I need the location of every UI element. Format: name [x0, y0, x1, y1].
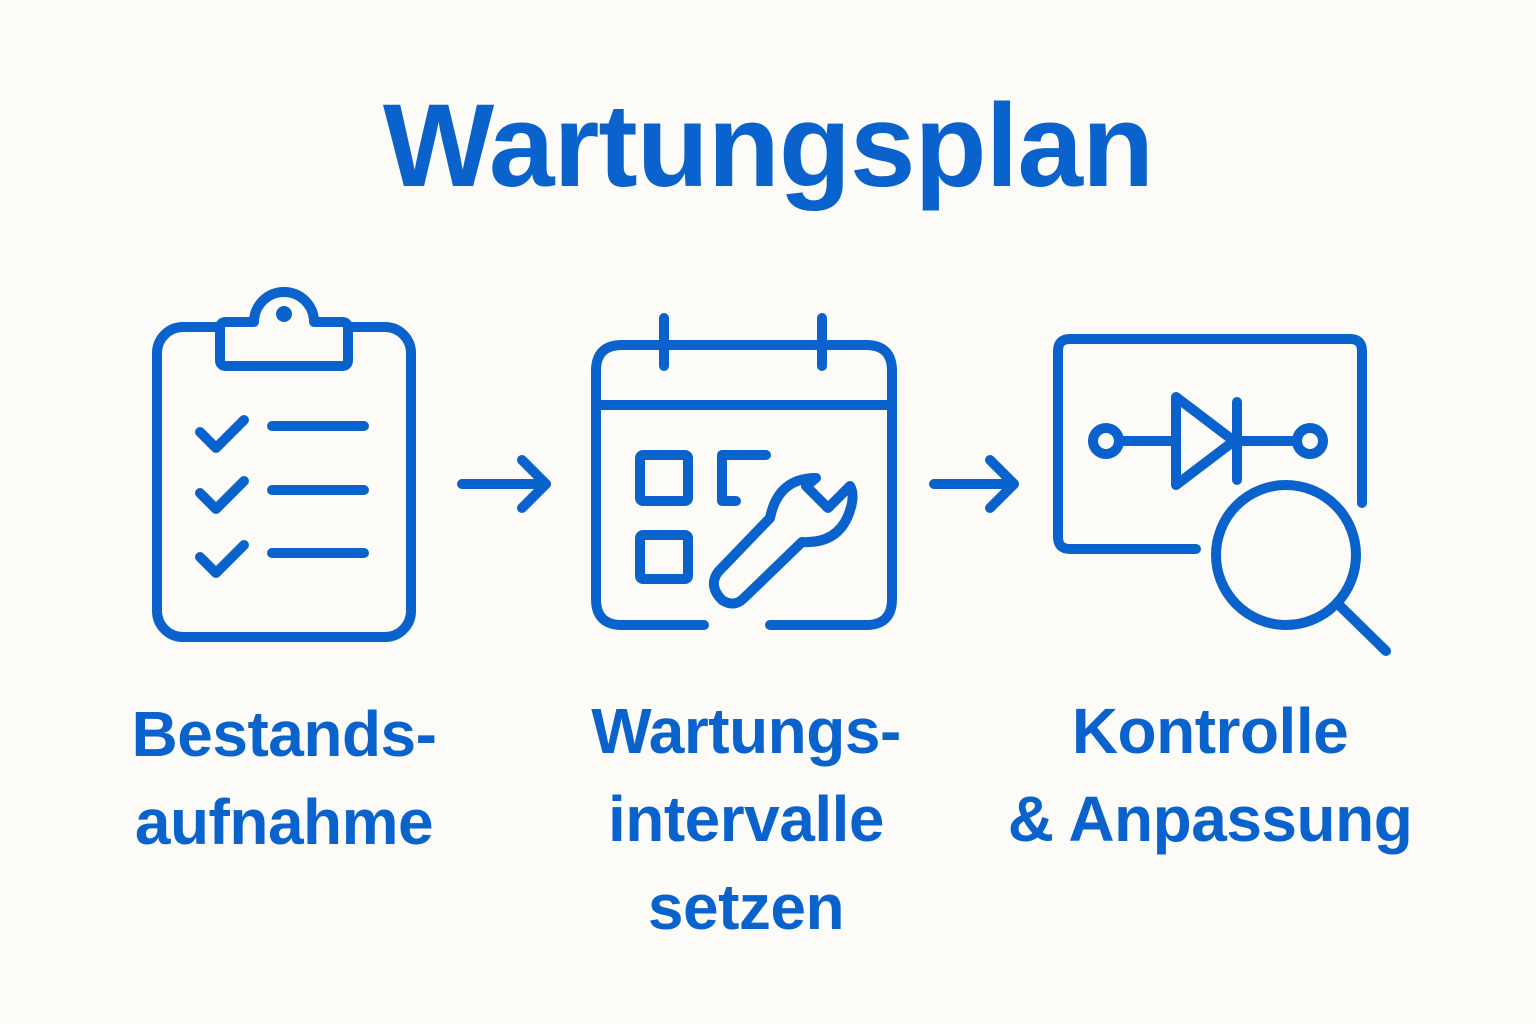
calendar-wrench-icon	[591, 313, 897, 630]
diode-magnifier-icon	[1053, 334, 1391, 656]
clipboard-checklist-icon	[152, 287, 416, 642]
diagram-title: Wartungsplan	[382, 80, 1154, 212]
step-label-bestandsaufnahme: Bestands- aufnahme	[131, 698, 437, 858]
step-label-wartungsintervalle: Wartungs- intervalle setzen	[591, 695, 901, 943]
arrow-right-icon	[929, 455, 1019, 513]
arrow-right-icon	[457, 455, 551, 513]
step-label-kontrolle: Kontrolle & Anpassung	[1007, 695, 1413, 855]
